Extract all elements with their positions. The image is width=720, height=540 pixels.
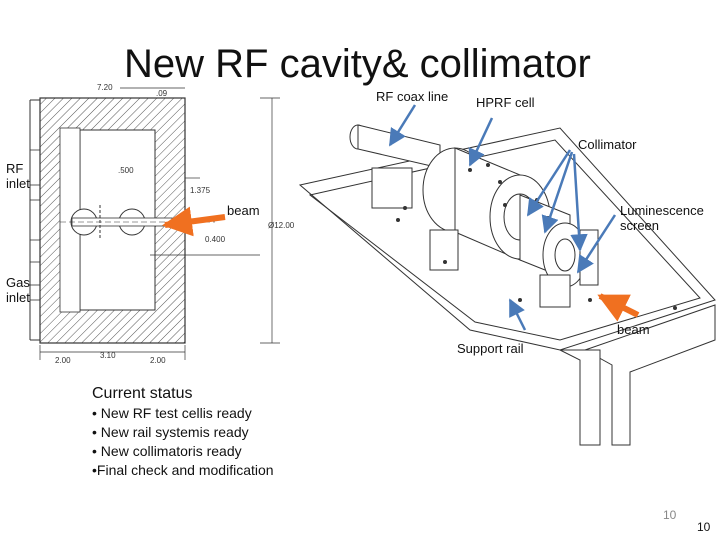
page-number-corner: 10: [697, 520, 711, 534]
gas-inlet-label: Gas inlet: [6, 275, 30, 305]
dim-label: 7.20: [97, 83, 113, 92]
status-item: • New collimatoris ready: [92, 443, 242, 459]
support-rail-arrow: [508, 298, 527, 331]
hprf-cell-label: HPRF cell: [476, 95, 535, 110]
collimator-arrow-3: [570, 153, 588, 252]
current-status-heading: Current status: [92, 385, 193, 402]
rf-coax-arrow: [388, 104, 417, 147]
dim-label: 2.00: [55, 356, 71, 365]
slide-title: New RF cavity& collimator: [124, 42, 591, 86]
beam-arrow-right: [597, 293, 640, 322]
dim-label: 2.00: [150, 356, 166, 365]
support-rail-label: Support rail: [457, 341, 524, 356]
page-number: 10: [663, 508, 677, 522]
status-item: • New rail systemis ready: [92, 424, 249, 440]
dim-label: 1.375: [190, 186, 211, 195]
collimator-arrow-2: [541, 151, 574, 234]
beam-label-right: beam: [617, 322, 650, 337]
collimator-arrow-1: [526, 149, 572, 217]
dim-label: Ø12.00: [268, 221, 295, 230]
dim-label: .500: [118, 166, 134, 175]
dim-label: 3.10: [100, 351, 116, 360]
luminescence-arrow: [576, 214, 617, 274]
status-item: •Final check and modification: [92, 462, 274, 478]
beam-label-left: beam: [227, 203, 260, 218]
current-status-block: Current status • New RF test cellis read…: [92, 384, 274, 480]
status-list: • New RF test cellis ready • New rail sy…: [92, 404, 274, 480]
hprf-cell-arrow: [468, 117, 494, 167]
dim-label: 0.400: [205, 235, 226, 244]
rf-inlet-label: RF inlet: [6, 161, 30, 191]
luminescence-screen-label: Luminescence screen: [620, 203, 704, 233]
dim-label: .09: [156, 89, 168, 98]
beam-arrow-left: [162, 206, 226, 237]
rf-coax-line-label: RF coax line: [376, 89, 449, 104]
status-item: • New RF test cellis ready: [92, 405, 252, 421]
collimator-label: Collimator: [578, 137, 637, 152]
